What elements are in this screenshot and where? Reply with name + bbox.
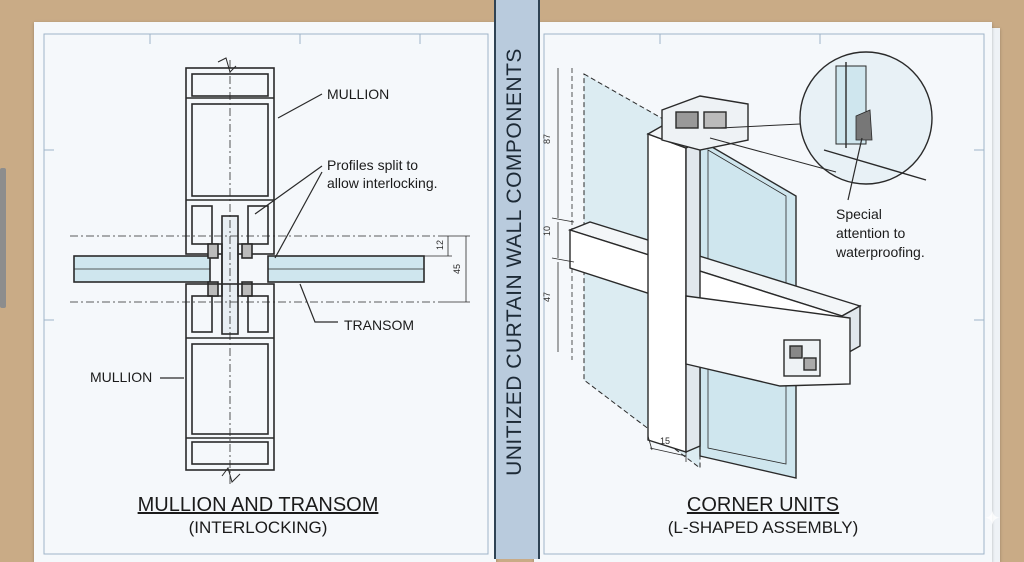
- binder-clip: [0, 168, 6, 308]
- centerlines: [70, 60, 440, 485]
- waterproofing-detail-circle: [709, 51, 933, 201]
- dimension-lines-left: [424, 235, 470, 303]
- left-sheet-frame: [43, 33, 489, 555]
- waterproofing-note-line2: attention to: [836, 225, 906, 241]
- frame-ticks: [44, 34, 984, 321]
- right-sheet-frame: [543, 33, 985, 555]
- dimension-15: 15: [660, 436, 671, 446]
- dimension-47: 47: [542, 291, 553, 303]
- dimension-12: 12: [435, 239, 446, 251]
- mullion-bottom-label: MULLION: [90, 369, 153, 385]
- mullion-top-label: MULLION: [327, 86, 390, 102]
- dimension-45: 45: [452, 263, 463, 275]
- left-panel-title: MULLION AND TRANSOM: [137, 494, 379, 516]
- profiles-note-line1: Profiles split to: [327, 157, 419, 173]
- leaders-left: [160, 93, 338, 379]
- waterproofing-note-line1: Special: [836, 206, 882, 222]
- spine-title: UNITIZED CURTAIN WALL COMPONENTS: [503, 48, 526, 476]
- mullion-transom-section: [73, 57, 425, 483]
- dimension-lines-right: [551, 68, 687, 462]
- right-panel-title: CORNER UNITS: [686, 494, 840, 516]
- dimension-10: 10: [542, 225, 553, 237]
- corner-unit-isometric: [567, 68, 862, 479]
- title-spine: [494, 0, 540, 559]
- dimension-87: 87: [542, 133, 553, 145]
- left-panel-subtitle: (INTERLOCKING): [188, 518, 328, 537]
- sparkle-icon: ✦: [984, 508, 1001, 530]
- right-panel-subtitle: (L-SHAPED ASSEMBLY): [667, 518, 859, 537]
- profiles-note-line2: allow interlocking.: [327, 175, 438, 191]
- transom-label: TRANSOM: [344, 317, 414, 333]
- left-drawing-sheet: [34, 22, 496, 562]
- waterproofing-note-line3: waterproofing.: [836, 244, 925, 260]
